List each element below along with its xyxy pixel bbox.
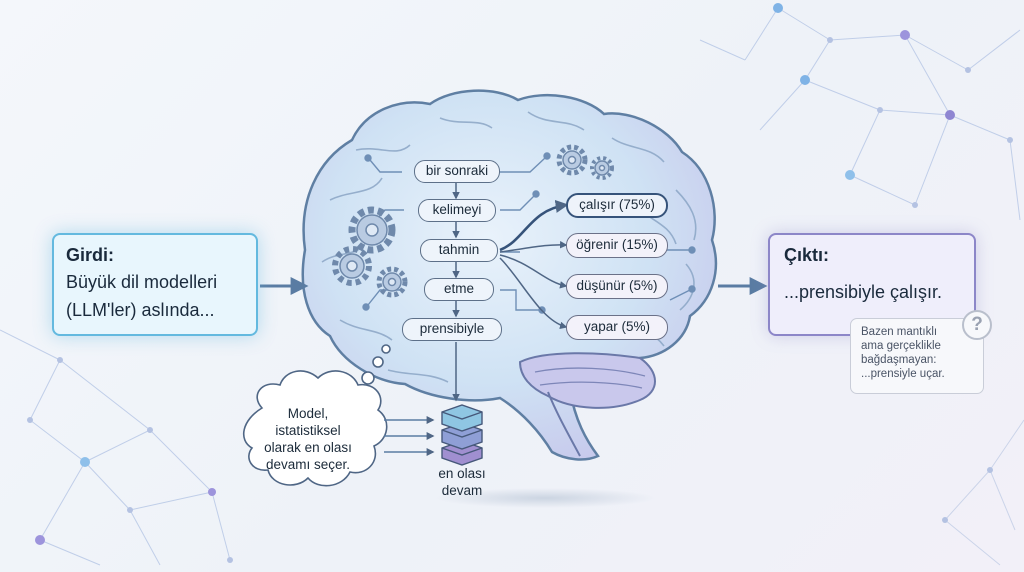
input-text-line-2: (LLM'ler) aslında... (66, 300, 215, 320)
note-line-1: Bazen mantıklı (861, 326, 938, 338)
option-pill-1: çalışır (75%) (566, 193, 668, 218)
input-title: Girdi: (66, 245, 114, 265)
note-line-4: ...prensiyle uçar. (861, 368, 945, 380)
thought-cloud-icon (242, 344, 391, 487)
network-nodes-top-right (773, 3, 1013, 208)
output-title: Çıktı: (784, 245, 829, 265)
option-pill-3: düşünür (5%) (566, 274, 668, 299)
network-decoration-bottom-left (0, 329, 231, 566)
output-box: Çıktı: ...prensibiyle çalışır. (768, 233, 976, 336)
thought-line-4: devamı seçer. (265, 457, 351, 472)
input-box: Girdi: Büyük dil modelleri (LLM'ler) asl… (52, 233, 258, 336)
token-pill-5: prensibiyle (402, 318, 502, 341)
network-decoration-top-right (699, 7, 1021, 221)
network-nodes-bottom-left (27, 357, 233, 563)
thought-line-1: Model, (287, 406, 329, 421)
prediction-branch-arrows (499, 200, 569, 330)
note-line-3: bağdaşmayan: (861, 354, 937, 366)
gear-icon (332, 144, 614, 298)
brain-shadow (435, 488, 655, 508)
token-pill-4: etme (424, 278, 494, 301)
token-pill-3: tahmin (420, 239, 498, 262)
stack-label: en olası devam (425, 465, 499, 499)
stack-label-line-1: en olası (438, 466, 486, 481)
thought-line-2: istatistiksel (275, 423, 341, 438)
hallucination-note: Bazen mantıklı ama gerçeklikle bağdaşmay… (850, 318, 984, 394)
input-text-line-1: Büyük dil modelleri (66, 272, 218, 292)
thought-cloud-text: Model, istatistiksel olarak en olası dev… (246, 405, 370, 473)
output-text: ...prensibiyle çalışır. (784, 282, 943, 302)
thought-line-3: olarak en olası (264, 440, 352, 455)
note-line-2: ama gerçeklikle (861, 340, 941, 352)
network-nodes-bottom-right (942, 467, 993, 523)
option-pill-4: yapar (5%) (566, 315, 668, 340)
token-pill-1: bir sonraki (414, 160, 500, 183)
cloud-to-stack-arrows (384, 416, 435, 456)
token-pill-2: kelimeyi (418, 199, 496, 222)
question-mark-icon: ? (962, 310, 992, 340)
network-decoration-bottom-right (944, 419, 1024, 566)
layer-stack-icon (441, 404, 483, 466)
stack-label-line-2: devam (441, 483, 483, 498)
option-pill-2: öğrenir (15%) (566, 233, 668, 258)
